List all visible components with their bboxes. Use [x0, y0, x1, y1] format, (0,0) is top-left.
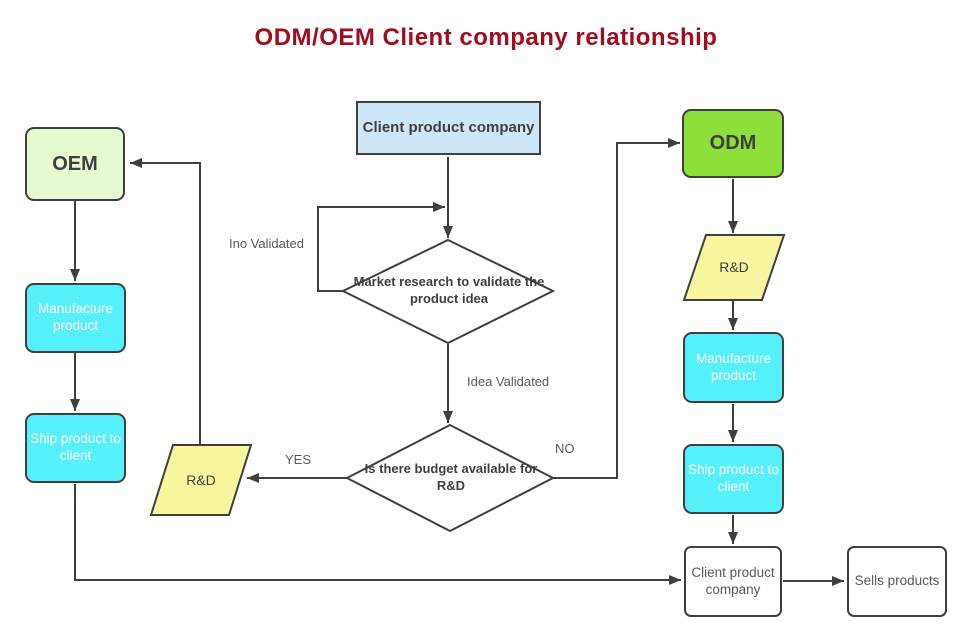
edge-label-idea-validated: Idea Validated	[467, 374, 550, 389]
node-label: Client product company	[691, 564, 775, 597]
node-label: Ship product to client	[688, 462, 779, 494]
node-label: OEM	[52, 152, 98, 175]
edge-not-validated-loop	[317, 202, 445, 292]
diagram-title: ODM/OEM Client company relationship	[254, 24, 718, 51]
node-label: Client product company	[362, 118, 535, 136]
edge-no-to-odm	[553, 138, 680, 479]
node-odm: ODM	[682, 109, 784, 178]
node-oem: OEM	[25, 127, 125, 201]
node-label: Sells products	[854, 573, 940, 589]
budget-decision-diamond-shape	[344, 423, 556, 533]
node-label: Manufacture product	[695, 350, 772, 383]
rnd-left-parallelogram-shape	[149, 444, 253, 516]
rnd-right-parallelogram-shape	[682, 234, 786, 301]
market-research-diamond-shape	[340, 238, 556, 345]
edge-label-ino-validated: Ino Validated	[229, 236, 304, 251]
node-manufacture-product-left: Manufacture product	[25, 283, 126, 353]
node-ship-product-right: Ship product to client	[683, 444, 784, 514]
edge-rnd-left-to-oem	[130, 158, 201, 445]
edge-ship-left-to-client-bottom	[74, 484, 681, 585]
edge-label-no: NO	[555, 441, 575, 456]
node-label: Ship product to client	[30, 431, 121, 463]
node-manufacture-product-right: Manufacture product	[683, 332, 784, 403]
edge-label-yes: YES	[285, 452, 312, 467]
node-label: ODM	[709, 132, 757, 154]
node-label: Manufacture product	[37, 301, 114, 333]
node-sells-products: Sells products	[847, 546, 947, 617]
node-client-product-company-bottom: Client product company	[684, 546, 782, 617]
node-client-product-company-top: Client product company	[356, 101, 541, 155]
node-ship-product-left: Ship product to client	[25, 413, 126, 483]
